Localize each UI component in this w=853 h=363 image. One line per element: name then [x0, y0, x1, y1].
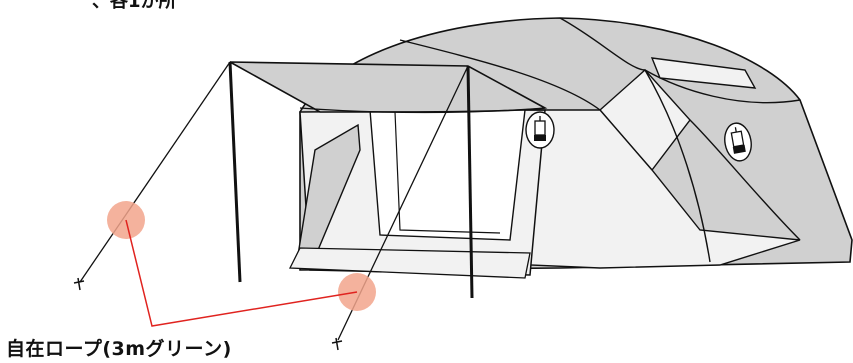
guy-rope-left	[80, 62, 230, 282]
lantern-logo-icon	[526, 112, 554, 148]
tent-entrance-door	[370, 110, 525, 240]
awning-pole-left	[230, 62, 240, 282]
stake-right	[332, 338, 342, 350]
tent-floor-line	[290, 248, 530, 278]
rope-label: 自在ロープ(3mグリーン)	[6, 334, 232, 361]
stake-left	[74, 278, 84, 290]
